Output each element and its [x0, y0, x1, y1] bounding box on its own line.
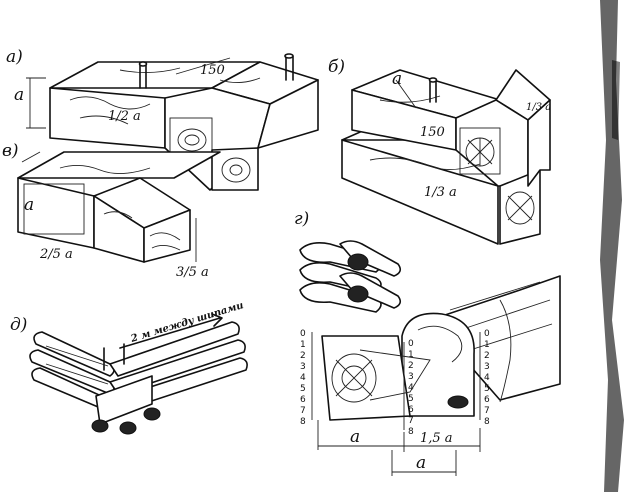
- scale-right: 0 1 2 3 4 5 6 7 8: [479, 329, 490, 427]
- scale-mid-8: 8: [408, 427, 414, 437]
- panel-b-dim-a: a: [392, 69, 402, 89]
- scale-mid-7: 7: [408, 416, 414, 426]
- panel-v-letter: в): [2, 141, 19, 161]
- scale-left-3: 3: [300, 362, 306, 372]
- panel-a-dim-length: 150: [200, 63, 225, 78]
- panel-v-dim-two-fifths: 2/5 a: [39, 247, 73, 262]
- small-log-corner: [299, 240, 402, 313]
- panel-v-dim-face: a: [24, 195, 34, 215]
- panel-g-letter: г): [294, 209, 309, 229]
- scale-left-4: 4: [300, 373, 306, 383]
- scale-right-8: 8: [484, 417, 490, 427]
- panel-b-letter: б): [328, 57, 345, 77]
- scale-right-3: 3: [484, 362, 490, 372]
- scale-mid-4: 4: [408, 383, 414, 393]
- panel-a-letter: а): [6, 47, 23, 67]
- panel-a-dim-height: a: [14, 85, 24, 105]
- scale-left-1: 1: [300, 340, 306, 350]
- panel-b-dim-length: 150: [420, 125, 445, 140]
- scale-left: 0 1 2 3 4 5 6 7 8: [300, 329, 313, 427]
- scale-right-4: 4: [484, 373, 490, 383]
- scale-left-2: 2: [300, 351, 306, 361]
- panel-g-dim-one-half: 1,5 a: [420, 431, 453, 446]
- scale-mid-3: 3: [408, 372, 414, 382]
- scale-left-0: 0: [300, 329, 306, 339]
- scale-mid-1: 1: [408, 350, 414, 360]
- panel-a-dim-half: 1/2 a: [108, 109, 141, 124]
- scale-mid-0: 0: [408, 339, 414, 349]
- panel-v: в) a 2/5 a 3/5 a: [2, 141, 221, 280]
- scale-mid-6: 6: [408, 405, 414, 415]
- scale-left-7: 7: [300, 406, 306, 416]
- panel-b: б) a 150 1/3 a 1/3 a: [328, 57, 551, 245]
- scale-right-2: 2: [484, 351, 490, 361]
- scale-left-6: 6: [300, 395, 306, 405]
- panel-d: д) 2 м между шипами: [10, 300, 248, 435]
- scale-mid: 0 1 2 3 4 5 6 7 8: [403, 339, 414, 437]
- panel-d-letter: д): [10, 315, 27, 335]
- scale-right-0: 0: [484, 329, 490, 339]
- panel-b-dim-third: 1/3 a: [526, 102, 551, 113]
- scale-mid-5: 5: [408, 394, 414, 404]
- panel-v-dim-three-fifths: 3/5 a: [176, 265, 209, 280]
- scale-right-7: 7: [484, 406, 490, 416]
- panel-g: г) 0 1 2: [294, 209, 561, 476]
- panel-b-dim-third-bottom: 1/3 a: [424, 185, 457, 200]
- log-stack: [29, 321, 248, 435]
- scale-right-1: 1: [484, 340, 490, 350]
- panel-g-dim-a-left: a: [350, 427, 360, 447]
- panel-g-dim-a-bottom: a: [416, 453, 426, 473]
- scale-right-6: 6: [484, 395, 490, 405]
- scale-left-5: 5: [300, 384, 306, 394]
- large-log-joint: [321, 275, 561, 421]
- scale-mid-2: 2: [408, 361, 414, 371]
- scan-edge-shadow: [600, 0, 624, 492]
- scale-right-5: 5: [484, 384, 490, 394]
- scale-left-8: 8: [300, 417, 306, 427]
